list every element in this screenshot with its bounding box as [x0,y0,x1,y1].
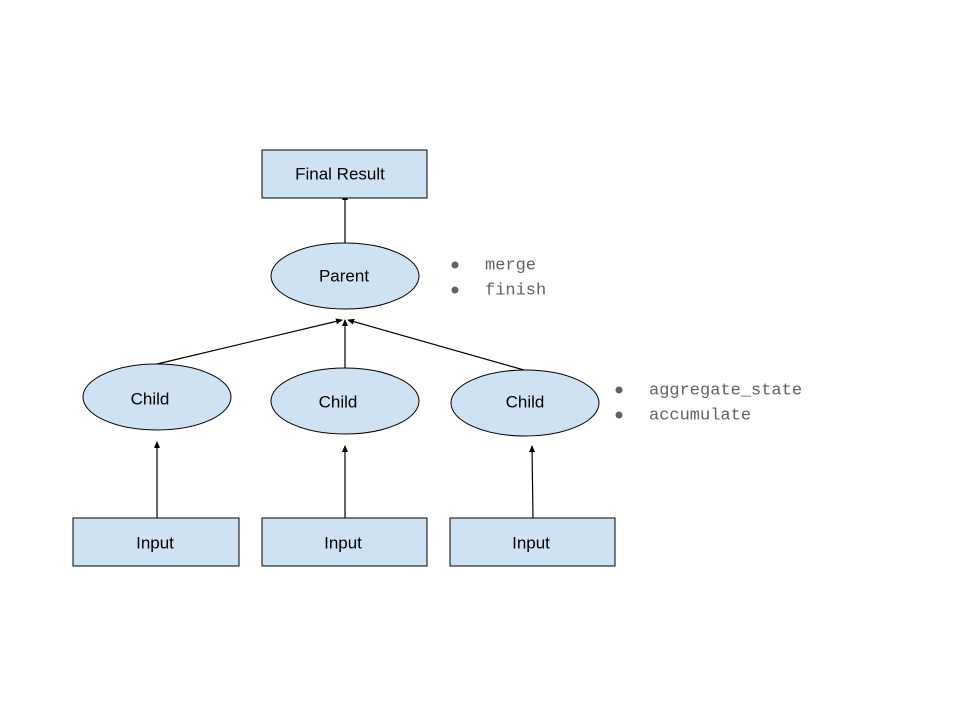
node-child-2: Child [270,367,420,435]
node-parent: Parent [270,242,420,310]
child-1-ellipse [82,363,232,431]
final-result-box [261,149,428,199]
child-method-aggregate-state: aggregate_state [649,382,802,401]
node-input-2: Input [261,517,428,567]
input-3-box [449,517,616,567]
final-result-label: Final Result [295,165,385,184]
bullet-icon [451,286,459,294]
parent-method-finish: finish [485,282,546,301]
input-3-label: Input [512,534,550,553]
parent-methods-list: merge finish [451,257,546,301]
child-2-label: Child [319,393,358,412]
input-2-label: Input [324,534,362,553]
parent-label: Parent [319,267,369,286]
bullet-icon [615,386,623,394]
child-3-label: Child [506,393,545,412]
child-3-ellipse [450,369,600,437]
node-input-3: Input [449,517,616,567]
input-1-box [72,517,240,567]
list-item: accumulate [615,407,751,426]
child-methods-list: aggregate_state accumulate [615,382,802,426]
node-child-1: Child [82,363,232,431]
edge-input-3-to-child-3 [529,445,536,519]
bullet-icon [615,411,623,419]
list-item: merge [451,257,536,276]
child-1-label: Child [131,390,170,409]
list-item: aggregate_state [615,382,802,401]
input-2-box [261,517,428,567]
input-1-label: Input [136,534,174,553]
node-final-result: Final Result [261,149,428,199]
edges [154,193,536,519]
bullet-icon [451,261,459,269]
parent-ellipse [270,242,420,310]
edge-child-3-to-parent [347,318,525,371]
parent-method-merge: merge [485,257,536,276]
node-child-3: Child [450,369,600,437]
child-2-ellipse [270,367,420,435]
list-item: finish [451,282,546,301]
node-input-1: Input [72,517,240,567]
child-method-accumulate: accumulate [649,407,751,426]
edge-child-1-to-parent [156,318,343,365]
